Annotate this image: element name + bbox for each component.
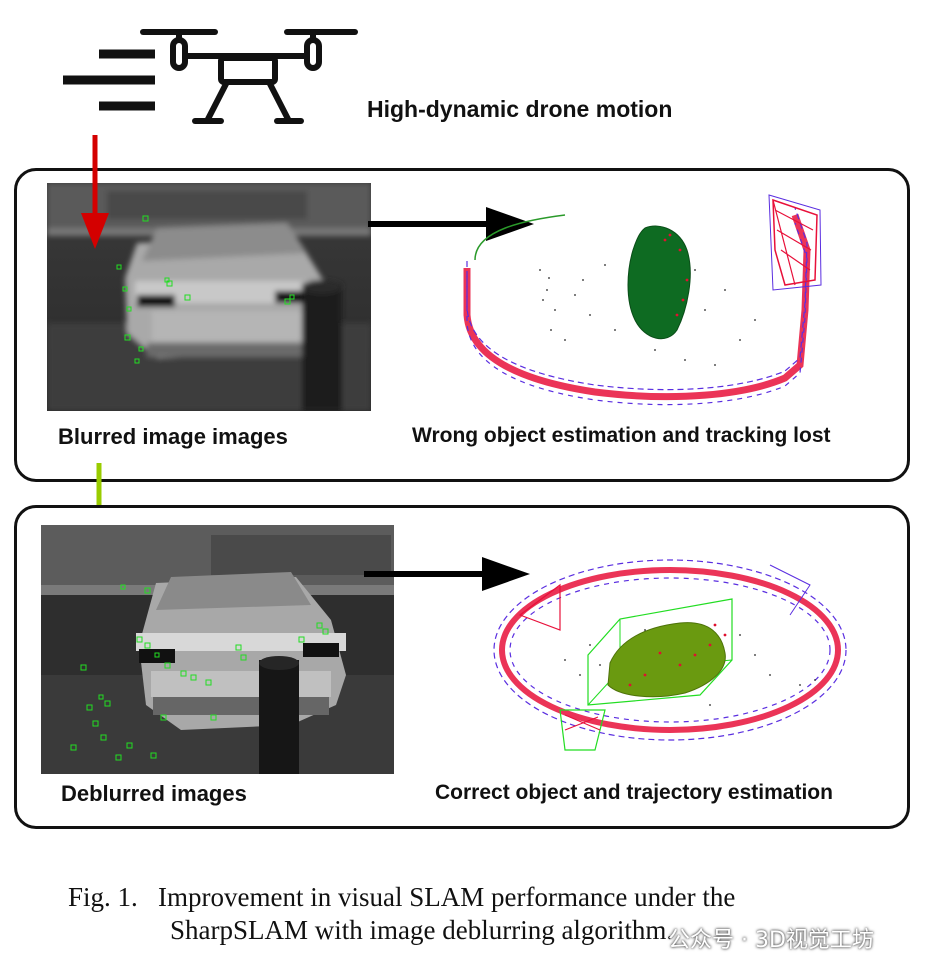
deblurred-image bbox=[41, 525, 394, 774]
blurred-image bbox=[47, 183, 371, 411]
wrong-estimation-label: Wrong object estimation and tracking los… bbox=[412, 424, 831, 447]
watermark: 公众号 · 3D视觉工坊 bbox=[668, 928, 874, 953]
right-arrow-icon bbox=[368, 207, 534, 241]
blurred-image-label: Blurred image images bbox=[58, 424, 288, 449]
drone-icon bbox=[63, 29, 358, 124]
down-arrow-icon bbox=[81, 135, 109, 249]
wrong-estimation-figure bbox=[463, 194, 822, 406]
motion-label: High-dynamic drone motion bbox=[367, 96, 673, 122]
correct-estimation-label: Correct object and trajectory estimation bbox=[435, 781, 833, 804]
correct-estimation-figure bbox=[493, 559, 847, 751]
caption-line-1: Fig. 1. Improvement in visual SLAM perfo… bbox=[68, 882, 736, 912]
motion-lines-icon bbox=[63, 49, 155, 111]
deblurred-image-label: Deblurred images bbox=[61, 781, 247, 806]
caption-line-2: SharpSLAM with image deblurring algorith… bbox=[170, 915, 674, 945]
right-arrow-icon-2 bbox=[364, 557, 530, 591]
